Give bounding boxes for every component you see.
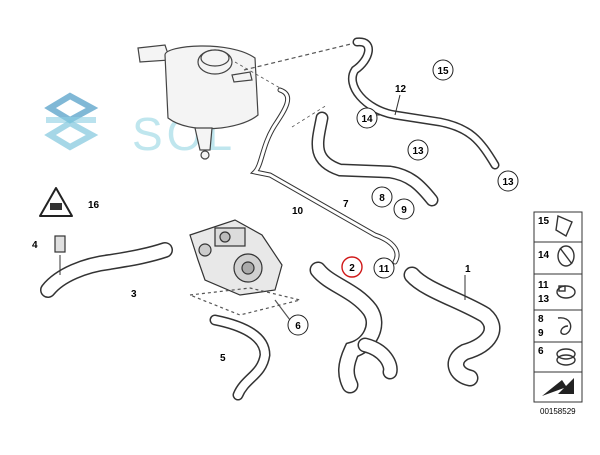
legend-label-15: 15 xyxy=(538,216,550,227)
callout-1: 1 xyxy=(465,264,471,275)
diagram-code: 00158529 xyxy=(540,407,576,416)
water-pump xyxy=(189,219,301,321)
warning-triangle-icon xyxy=(39,187,73,217)
arrow-icon xyxy=(542,378,574,396)
legend-clip-icon xyxy=(555,214,573,238)
hose-7 xyxy=(311,111,439,207)
legend-label-13: 13 xyxy=(538,294,550,305)
legend-label-11: 11 xyxy=(538,280,549,291)
callout-11: 11 xyxy=(379,264,390,275)
legend-label-9: 9 xyxy=(538,328,544,339)
leader-lines xyxy=(234,61,328,128)
callout-9: 9 xyxy=(401,205,407,216)
expansion-tank xyxy=(137,42,356,160)
callout-2: 2 xyxy=(349,263,355,274)
legend-arrow-box xyxy=(533,371,583,403)
hose-5 xyxy=(209,314,271,401)
callout-4: 4 xyxy=(32,240,38,251)
hose-1 xyxy=(403,266,501,387)
callout-6: 6 xyxy=(295,321,301,332)
vent-line-10 xyxy=(249,87,400,265)
legend-label-8: 8 xyxy=(538,314,544,325)
callout-13-b: 13 xyxy=(502,177,514,188)
callout-15: 15 xyxy=(437,66,449,77)
callout-labels: 1 3 4 5 7 10 12 16 xyxy=(32,84,471,364)
legend-clamp-icon xyxy=(557,245,575,267)
parts-legend: 15 14 11 13 8 9 6 xyxy=(533,211,583,373)
legend-label-6: 6 xyxy=(538,346,544,357)
callout-14: 14 xyxy=(361,114,373,125)
callout-10: 10 xyxy=(292,206,304,217)
callout-12: 12 xyxy=(395,84,407,95)
callout-7: 7 xyxy=(343,199,349,210)
hose-2 xyxy=(309,261,398,394)
callout-13-a: 13 xyxy=(412,146,424,157)
callout-5: 5 xyxy=(220,353,226,364)
legend-label-14: 14 xyxy=(538,250,550,261)
hose-12 xyxy=(348,37,500,170)
legend-hose-clamp-icon xyxy=(556,285,576,299)
legend-seal-ring-icon xyxy=(556,348,576,366)
logo-icon xyxy=(44,92,99,151)
circled-callout-labels: 2 6 8 9 11 13 13 14 15 xyxy=(295,66,514,332)
callout-16: 16 xyxy=(88,200,100,211)
callout-3: 3 xyxy=(131,289,137,300)
hose-3 xyxy=(40,242,173,298)
callout-8: 8 xyxy=(379,193,385,204)
circled-callouts xyxy=(287,59,519,336)
sensor-4 xyxy=(54,235,66,253)
legend-spring-clip-icon xyxy=(557,317,572,335)
